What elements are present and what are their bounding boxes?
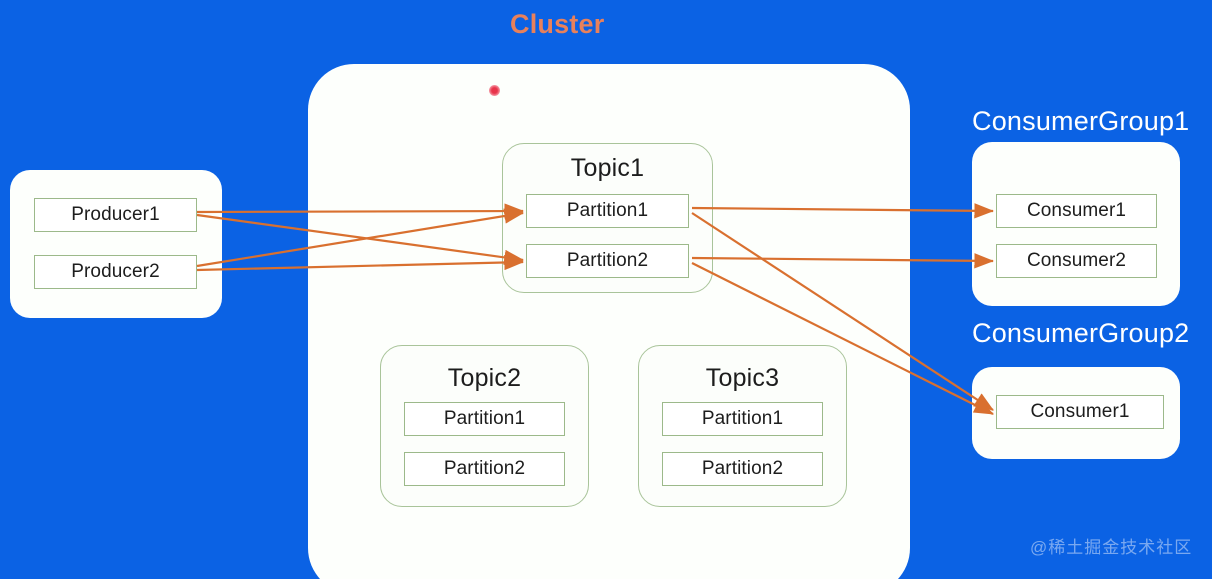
consumer-group-label-2: ConsumerGroup2 (972, 318, 1190, 348)
watermark: @稀土掘金技术社区 (1030, 538, 1193, 557)
partition-box-topic2-2[interactable]: Partition2 (404, 452, 565, 486)
consumer-box-cg1-1[interactable]: Consumer1 (996, 194, 1157, 228)
partition-box-topic1-1[interactable]: Partition1 (526, 194, 689, 228)
consumer-box-cg1-2[interactable]: Consumer2 (996, 244, 1157, 278)
producer-box-1[interactable]: Producer1 (34, 198, 197, 232)
partition-box-topic2-1[interactable]: Partition1 (404, 402, 565, 436)
topic-title-3: Topic3 (705, 364, 780, 392)
status-dot-icon (489, 85, 500, 96)
producers-panel (10, 170, 222, 318)
partition-box-topic1-2[interactable]: Partition2 (526, 244, 689, 278)
consumer-box-cg2-1[interactable]: Consumer1 (996, 395, 1164, 429)
topic-title-1: Topic1 (570, 154, 645, 182)
producer-box-2[interactable]: Producer2 (34, 255, 197, 289)
partition-box-topic3-2[interactable]: Partition2 (662, 452, 823, 486)
partition-box-topic3-1[interactable]: Partition1 (662, 402, 823, 436)
consumer-group-label-1: ConsumerGroup1 (972, 106, 1190, 136)
page-title: Cluster (510, 9, 605, 39)
topic-title-2: Topic2 (447, 364, 522, 392)
